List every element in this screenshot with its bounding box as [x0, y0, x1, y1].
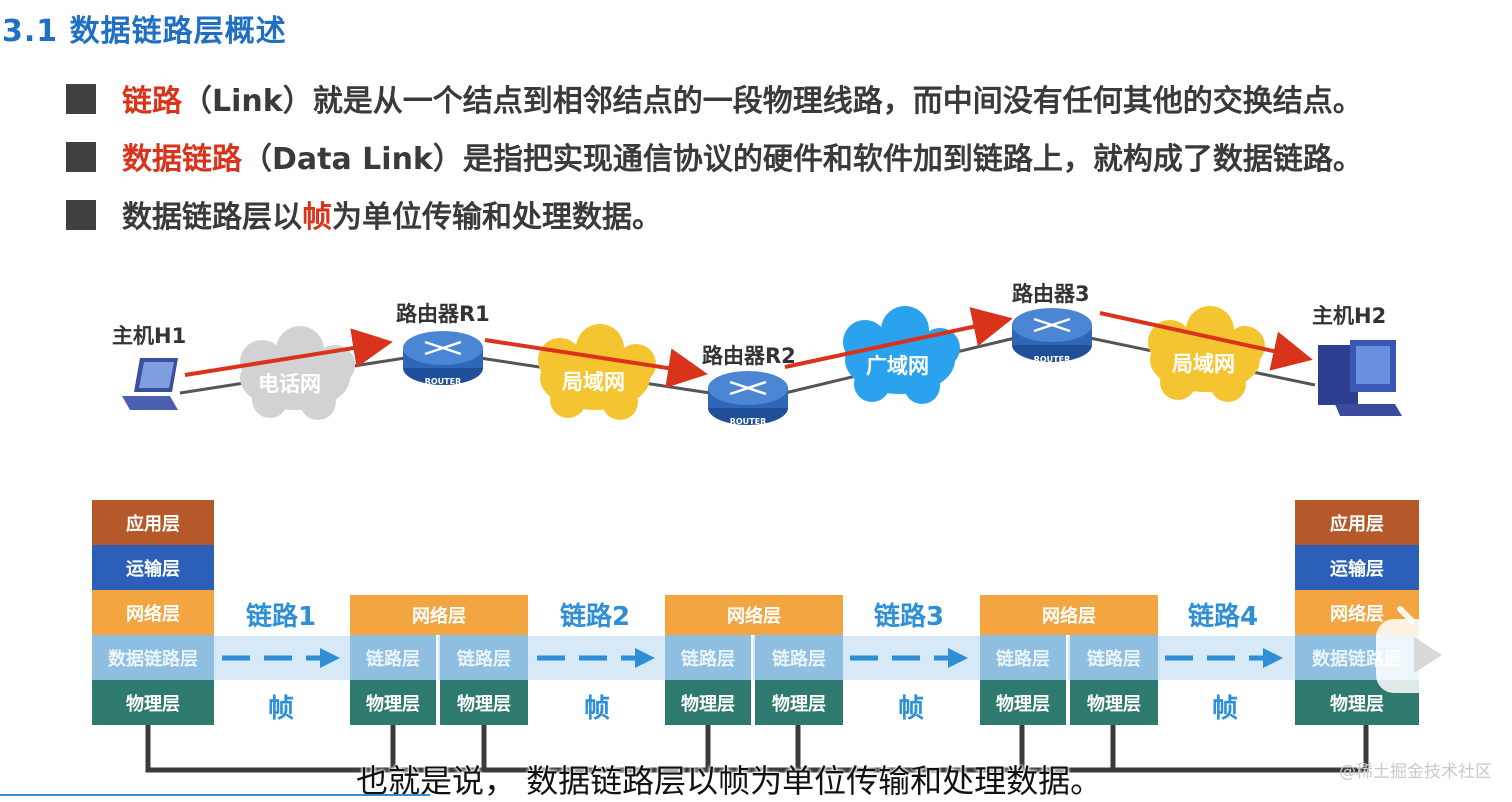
r2-datalink-left: 链路层 [665, 635, 753, 680]
h1-network-layer: 网络层 [92, 590, 214, 635]
link-2-label: 链路2 [560, 602, 631, 632]
router-r2-icon [708, 371, 788, 425]
router-r1-badge: ROUTER [425, 377, 462, 386]
router-r1-label: 路由器R1 [396, 302, 490, 326]
bullet-square-icon [66, 142, 96, 172]
r3-network-layer: 网络层 [980, 595, 1158, 635]
path-arrows [184, 307, 1313, 388]
h2-transport-layer: 运输层 [1295, 545, 1419, 590]
router-r3-icon [1012, 308, 1092, 362]
r1-datalink-right: 链路层 [440, 635, 528, 680]
host1-label: 主机H1 [112, 324, 187, 348]
bullet-square-icon [66, 200, 96, 230]
frame-label-2: 帧 [584, 694, 611, 724]
router-r3-badge: ROUTER [1034, 355, 1071, 364]
network-topology-diagram: ROUTER ROUTER ROUTER [122, 306, 1402, 426]
desktop-computer-icon [1318, 340, 1402, 416]
h2-app-layer: 应用层 [1295, 500, 1419, 545]
watermark: @稀土掘金技术社区 [1339, 762, 1492, 782]
progress-bar[interactable] [0, 794, 430, 796]
r2-datalink-right: 链路层 [755, 635, 843, 680]
bullet-term: 链路 [122, 84, 182, 119]
frame-label-1: 帧 [268, 694, 295, 724]
bullet-text: 为单位传输和处理数据。 [332, 200, 662, 235]
laptop-icon [122, 358, 178, 410]
frame-label-4: 帧 [1212, 694, 1239, 724]
r2-physical-right: 物理层 [755, 680, 843, 725]
r1-physical-right: 物理层 [440, 680, 528, 725]
host2-label: 主机H2 [1312, 304, 1387, 328]
r3-datalink-right: 链路层 [1070, 635, 1158, 680]
bullet-text-pre: 数据链路层以 [122, 200, 302, 235]
router-r3-label: 路由器3 [1012, 282, 1090, 306]
cloud-lan1-label: 局域网 [562, 370, 625, 394]
bullet-text: （Data Link）是指把实现通信协议的硬件和软件加到链路上，就构成了数据链路… [242, 142, 1363, 177]
physical-wiring [145, 725, 1369, 773]
r1-physical-left: 物理层 [350, 680, 438, 725]
router-r2-label: 路由器R2 [702, 344, 796, 368]
r3-physical-left: 物理层 [980, 680, 1068, 725]
r3-physical-right: 物理层 [1070, 680, 1158, 725]
router-r2-badge: ROUTER [730, 417, 767, 426]
play-icon[interactable] [1374, 605, 1476, 695]
frame-label-3: 帧 [898, 694, 925, 724]
page-title: 3.1 数据链路层概述 [2, 14, 287, 49]
link-4-label: 链路4 [1188, 602, 1259, 632]
link-3-label: 链路3 [874, 602, 945, 632]
bullet-square-icon [66, 84, 96, 114]
frame-arrows [222, 648, 1283, 668]
r1-datalink-left: 链路层 [350, 635, 438, 680]
h1-datalink-layer: 数据链路层 [92, 635, 214, 680]
h1-transport-layer: 运输层 [92, 545, 214, 590]
r1-network-layer: 网络层 [350, 595, 528, 635]
h1-app-layer: 应用层 [92, 500, 214, 545]
h1-physical-layer: 物理层 [92, 680, 214, 725]
r2-physical-left: 物理层 [665, 680, 753, 725]
bullet-term: 数据链路 [122, 142, 242, 177]
cloud-wan-label: 广域网 [866, 354, 929, 378]
r2-network-layer: 网络层 [665, 595, 843, 635]
cloud-phone-label: 电话网 [258, 372, 321, 396]
video-subtitle: 也就是说， 数据链路层以帧为单位传输和处理数据。 [356, 762, 1103, 800]
cloud-lan2-label: 局域网 [1172, 352, 1235, 376]
bullet-term: 帧 [302, 200, 332, 235]
router-r1-icon [403, 331, 483, 385]
r3-datalink-left: 链路层 [980, 635, 1068, 680]
bullet-text: （Link）就是从一个结点到相邻结点的一段物理线路，而中间没有任何其他的交换结点… [182, 84, 1363, 119]
link-1-label: 链路1 [246, 602, 317, 632]
